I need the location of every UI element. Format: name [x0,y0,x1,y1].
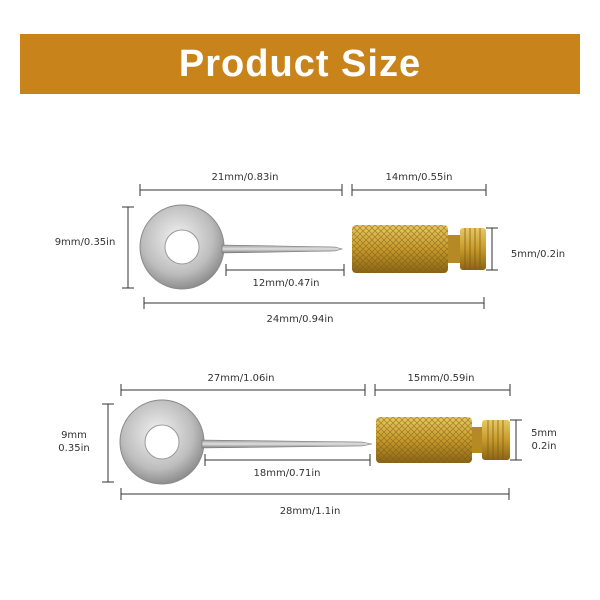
page-title: Product Size [178,42,422,85]
dim-top-total-length: 24mm/0.94in [267,314,334,325]
dim-top-pin-length: 12mm/0.47in [253,278,320,289]
dim-bottom-cap-height-mm: 5mm [531,428,557,439]
dim-bottom-cap-height-in: 0.2in [531,441,556,452]
knurled-cap-icon [352,225,486,273]
washer-icon [139,204,225,290]
pin-icon [201,439,373,449]
dim-top-cap-height: 5mm/0.2in [511,249,565,260]
title-banner: Product Size [20,34,580,94]
dim-bottom-washer-height-mm: 9mm [61,430,87,441]
bottom-item: 27mm/1.06in 15mm/0.59in 9mm 0.35in 18mm/… [58,373,557,517]
dim-bottom-washer-to-pin: 27mm/1.06in [208,373,275,384]
dim-top-washer-height: 9mm/0.35in [55,237,116,248]
dim-bottom-washer-height-in: 0.35in [58,443,89,454]
dim-bottom-cap-length: 15mm/0.59in [408,373,475,384]
dim-bottom-pin-length: 18mm/0.71in [254,468,321,479]
top-item: 21mm/0.83in 14mm/0.55in 9mm/0.35in 12mm/… [55,172,565,325]
knurled-cap-icon [376,417,510,463]
dim-top-washer-to-pin: 21mm/0.83in [212,172,279,183]
dim-top-cap-length: 14mm/0.55in [386,172,453,183]
washer-icon [119,399,205,485]
pin-icon [221,244,344,254]
dim-bottom-total-length: 28mm/1.1in [280,506,341,517]
